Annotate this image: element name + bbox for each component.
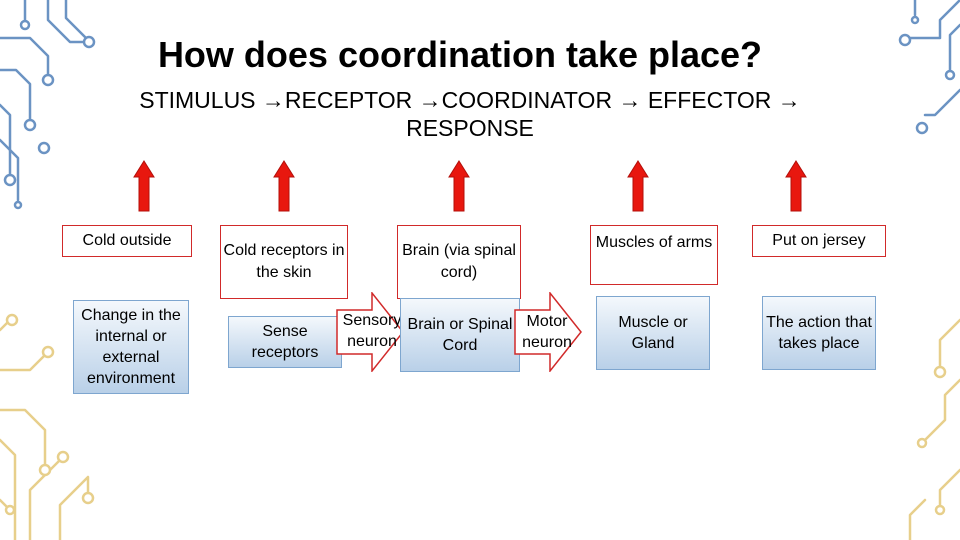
example-stimulus-text: Cold outside — [82, 232, 172, 249]
up-arrow-icon — [133, 160, 155, 212]
definition-receptor-text: Sense receptors — [251, 323, 319, 361]
example-response-box: Put on jersey — [752, 225, 886, 257]
definition-stimulus-box: Change in the internal or external envir… — [73, 300, 189, 394]
definition-response-box: The action that takes place — [762, 296, 876, 370]
process-sequence-line-2: RESPONSE — [406, 115, 534, 141]
definition-receptor-box: Sense receptors — [228, 316, 342, 368]
motor-neuron-arrow-icon — [514, 292, 582, 372]
sensory-neuron-label: Sensory neuron — [342, 312, 402, 350]
example-stimulus-box: Cold outside — [62, 225, 192, 257]
example-coordinator-text: Brain (via spinal cord) — [402, 242, 516, 281]
sensory-neuron-arrow-icon — [336, 292, 404, 372]
definition-stimulus-text: Change in the internal or external envir… — [81, 307, 181, 387]
up-arrow-icon — [627, 160, 649, 212]
example-response-text: Put on jersey — [772, 232, 866, 249]
motor-neuron-label: Motor neuron — [522, 313, 572, 351]
definition-effector-box: Muscle or Gland — [596, 296, 710, 370]
example-effector-text: Muscles of arms — [595, 234, 713, 251]
example-effector-box: Muscles of arms — [590, 225, 718, 285]
definition-coordinator-text: Brain or Spinal Cord — [407, 316, 513, 354]
example-receptor-box: Cold receptors in the skin — [220, 225, 348, 299]
up-arrow-icon — [785, 160, 807, 212]
up-arrow-icon — [273, 160, 295, 212]
definition-effector-text: Muscle or Gland — [618, 314, 688, 352]
definition-response-text: The action that takes place — [766, 314, 872, 352]
up-arrow-icon — [448, 160, 470, 212]
example-receptor-text: Cold receptors in the skin — [223, 242, 345, 281]
definition-coordinator-box: Brain or Spinal Cord — [400, 298, 520, 372]
example-coordinator-box: Brain (via spinal cord) — [397, 225, 521, 299]
process-sequence-line-1: STIMULUS →RECEPTOR →COORDINATOR → EFFECT… — [139, 87, 801, 113]
page-title: How does coordination take place? — [157, 34, 763, 75]
process-sequence: STIMULUS →RECEPTOR →COORDINATOR → EFFECT… — [60, 86, 880, 142]
